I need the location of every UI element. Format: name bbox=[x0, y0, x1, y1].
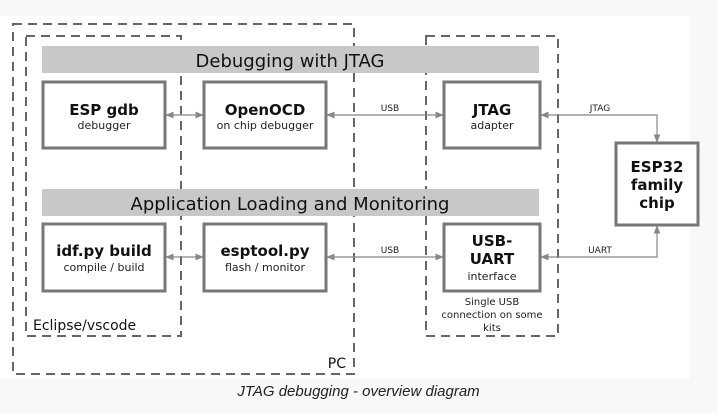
adapter-container bbox=[425, 35, 559, 337]
box-idf-build-subtitle: compile / build bbox=[63, 261, 144, 274]
adapter-note-line2: connection on some bbox=[441, 310, 542, 321]
box-openocd-title: OpenOCD bbox=[225, 101, 306, 119]
box-openocd-subtitle: on chip debugger bbox=[217, 119, 314, 132]
banner-loading bbox=[42, 189, 539, 216]
box-esp32-title-line2: family bbox=[631, 176, 684, 194]
connector-label-jtag: JTAG bbox=[589, 104, 610, 114]
figure-caption: JTAG debugging - overview diagram bbox=[237, 383, 480, 400]
box-jtag-adapter-title: JTAG bbox=[472, 101, 512, 119]
box-usb-uart: USB- UART interface bbox=[442, 222, 542, 293]
connector-label-usb-debug: USB bbox=[381, 104, 399, 114]
banner-debugging bbox=[42, 46, 539, 73]
connector-label-usb-load: USB bbox=[381, 246, 399, 256]
box-esptool-subtitle: flash / monitor bbox=[225, 261, 306, 274]
connector-adapter-chip bbox=[540, 111, 661, 143]
box-jtag-adapter: JTAG adapter bbox=[442, 80, 542, 150]
box-idf-build-title: idf.py build bbox=[56, 242, 151, 260]
box-esp32-title-line3: chip bbox=[639, 194, 675, 212]
connector-uart-chip bbox=[540, 225, 661, 261]
adapter-note-line3: kits bbox=[483, 323, 501, 334]
box-openocd: OpenOCD on chip debugger bbox=[202, 80, 328, 150]
box-esptool: esptool.py flash / monitor bbox=[202, 222, 328, 293]
adapter-note-line1: Single USB bbox=[465, 297, 520, 308]
ide-container-label: Eclipse/vscode bbox=[33, 318, 136, 334]
box-esp32-title-line1: ESP32 bbox=[631, 158, 684, 176]
box-jtag-adapter-subtitle: adapter bbox=[470, 119, 514, 132]
ide-container bbox=[25, 35, 182, 337]
banner-loading-label: Application Loading and Monitoring bbox=[131, 194, 450, 215]
box-esp-gdb-subtitle: debugger bbox=[78, 119, 131, 132]
box-idf-build: idf.py build compile / build bbox=[41, 222, 167, 293]
connector-label-uart: UART bbox=[588, 246, 612, 256]
box-esptool-title: esptool.py bbox=[221, 242, 310, 260]
pc-container-label: PC bbox=[328, 356, 346, 372]
box-usb-uart-title-line1: USB- bbox=[472, 232, 513, 250]
box-usb-uart-title-line2: UART bbox=[470, 250, 515, 268]
box-esp-gdb-title: ESP gdb bbox=[69, 101, 139, 119]
box-usb-uart-subtitle: interface bbox=[467, 270, 516, 283]
box-esp32-chip: ESP32 family chip bbox=[614, 141, 700, 227]
banner-debugging-label: Debugging with JTAG bbox=[196, 51, 385, 72]
box-esp-gdb: ESP gdb debugger bbox=[41, 80, 167, 150]
